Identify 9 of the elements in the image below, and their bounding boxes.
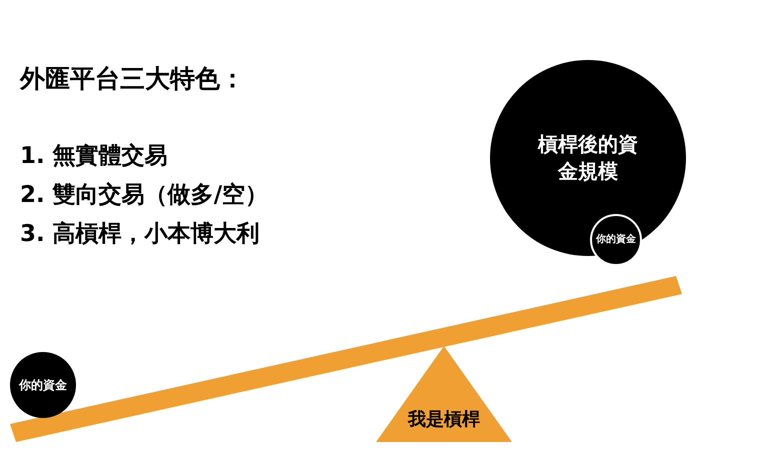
node-text: 你的資金 (18, 376, 68, 394)
fulcrum-triangle (376, 346, 512, 442)
node-text: 你的資金 (594, 233, 637, 247)
list-item: 2. 雙向交易（做多/空） (20, 181, 268, 210)
list-item: 3. 高槓桿，小本博大利 (20, 220, 260, 249)
list-item: 1. 無實體交易 (20, 142, 168, 171)
node-text: 我是槓桿 (406, 408, 481, 432)
node-text: 槓桿後的資金規模 (536, 131, 639, 185)
heading: 外匯平台三大特色： (20, 63, 245, 95)
